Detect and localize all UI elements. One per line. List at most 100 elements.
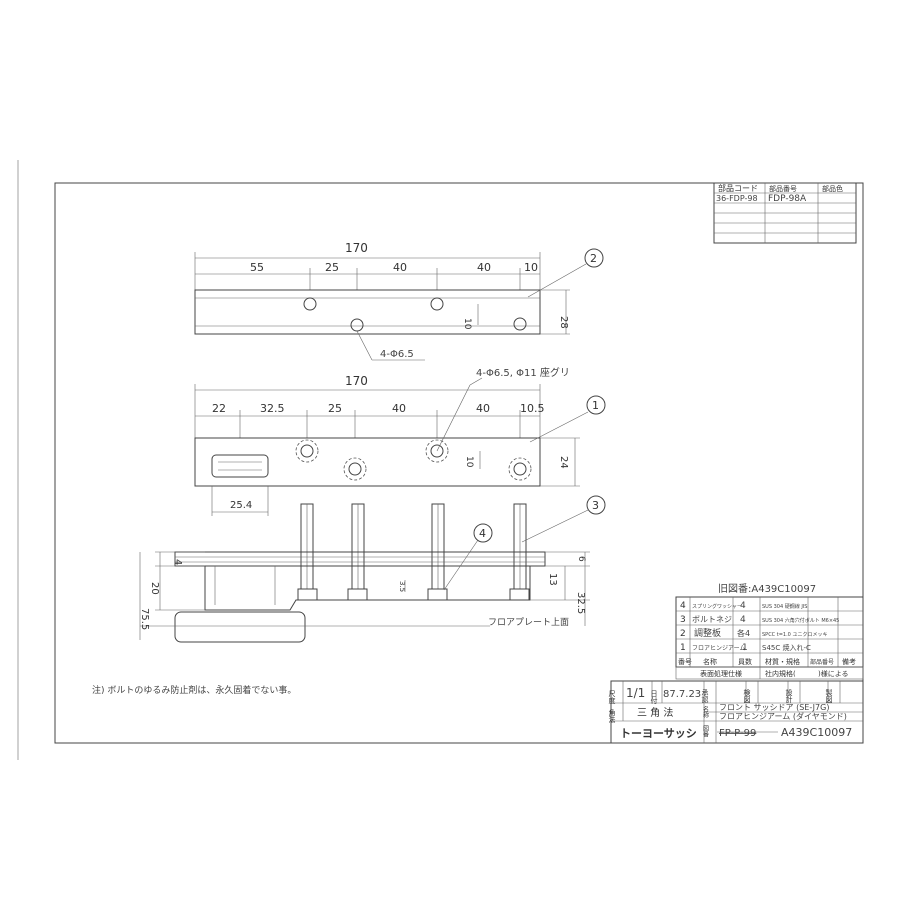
bom-header-remarks: 備考 [842,657,856,666]
top-overall-dim: 170 [345,241,368,255]
bom-row-1-spec: S45C 焼入れ-C [762,643,811,652]
top-dim-40a: 40 [393,261,407,274]
arm-cbore-1 [295,439,319,463]
plate-hole-3 [430,297,444,311]
arm-slot [211,454,269,478]
side-dim-6: 6 [576,556,586,562]
part-number-header: 部品番号 [769,184,797,193]
bom-row-1-name: フロアヒンジアーム [692,645,745,652]
bolt-group [297,503,530,601]
side-view: フロアプレート上面 4 20 75.5 6 13 32.5 3.5 3 4 [139,495,606,643]
bolt-head-1 [297,588,318,601]
arm-hole-3 [430,444,444,458]
check-label: 検図 [743,688,751,704]
top-dim-55: 55 [250,261,264,274]
front-dim-10-5: 10.5 [520,402,545,415]
front-dim-22: 22 [212,402,226,415]
projection-value: 三 角 法 [637,706,673,719]
front-dim-40b: 40 [476,402,490,415]
balloon-1 [586,395,606,415]
bom-row-3-name: ボルトネジ [692,615,732,624]
bom-row-4-name: スプリングワッシャー [692,603,742,610]
balloon-4-label: 4 [479,527,486,540]
side-dim-20: 20 [149,582,160,595]
bom-row-1-qty: 1 [742,643,748,653]
front-dim-32-5: 32.5 [260,402,285,415]
plate-hole-2 [350,318,364,332]
top-height-dim: 28 [558,316,569,329]
bom-row-2-spec: SPCC t=1.0 ユニクロメッキ [762,632,827,638]
front-dim-40a: 40 [392,402,406,415]
bom-row-3-qty: 4 [740,615,746,625]
bom-row-1-no: 1 [680,643,686,653]
product-name-1: フロント サッシドア (SE-J7G) [719,703,829,712]
name-label: 名称 [702,705,709,719]
approve-label: 承認 [701,688,709,703]
date-value: 87.7.23 [663,689,701,700]
arm-cbore-4 [508,457,532,481]
parts-code-header: 部品コード [718,183,758,193]
drawing-note: 注) ボルトのゆるみ防止剤は、永久固着でない事。 [92,684,296,696]
side-dim-13: 13 [547,573,558,586]
plate-hole-4 [513,317,527,331]
bom-by: )様による [818,669,849,678]
drawing-number-old: FP-P-99 [719,728,756,739]
scale-value: 1/1 [626,686,645,700]
slot-width-dim: 25.4 [230,500,252,511]
floor-label: フロアプレート上面 [488,617,569,628]
product-name-2: フロアヒンジアーム (ダイヤモンド) [719,711,847,721]
bom-row-2-name: 調整板 [694,627,721,639]
bom-header-partno: 部品番号 [810,658,834,666]
arm-cbore-2 [343,457,367,481]
top-view: 170 55 25 40 40 10 28 10 4-Φ6.5 2 [194,241,604,361]
front-overall-dim: 170 [345,374,368,388]
bolt-head-2 [347,588,368,601]
arm-hole-4 [513,462,527,476]
adjustment-plate-top [194,289,541,335]
top-dim-10: 10 [524,261,538,274]
front-dim-25: 25 [328,402,342,415]
balloon-2-label: 2 [590,252,597,265]
top-inner-dim: 10 [462,318,472,330]
bom-surface-treatment: 表面処理仕様 [700,669,742,678]
side-dim-4: 4 [172,559,183,565]
part-color-header: 部品色 [822,184,843,193]
bom-header-name: 名称 [703,657,717,666]
draft-label: 製図 [825,688,833,704]
bom-internal-std: 社内規格( [765,669,796,678]
floor-hinge-arm-front [194,437,541,487]
bom-row-3-spec: SUS 304 六角穴付ボルト M6×45 [762,617,839,624]
design-label: 設計 [785,688,793,704]
side-dim-75-5: 75.5 [139,608,150,630]
title-block: 尺度 1/1 日付 87.7.23 承認 検図 設計 製図 角法 三 角 法 名… [608,680,864,744]
bom-header-no: 番号 [678,658,692,666]
front-inner-dim: 10 [464,456,474,468]
arm-side-body [204,566,531,611]
drawing-number: A439C10097 [781,726,852,739]
bom-row-4-qty: 4 [740,601,746,611]
bom-row-4-spec: SUS 304 硬鋼線 JIS [762,603,807,610]
top-dim-25: 25 [325,261,339,274]
projection-label: 角法 [608,708,616,724]
bom-header-qty: 員数 [738,657,752,666]
part-number-value: FDP-98A [768,194,807,204]
arm-cbore-3 [425,439,449,463]
bolt-head-3 [427,588,448,601]
front-view: 170 22 32.5 25 40 40 10.5 24 10 [194,366,606,516]
arm-hole-1 [300,444,314,458]
side-dim-small: 3.5 [398,581,406,592]
balloon-3 [586,495,606,515]
bom-row-4-no: 4 [680,601,686,611]
bom-row-2-qty: 各4 [737,628,750,638]
balloon-4 [473,523,493,543]
number-label: 図番 [702,725,709,738]
side-dim-32-5: 32.5 [575,592,586,614]
balloon-2 [584,248,604,268]
bom-row-3-no: 3 [680,615,686,625]
scale-label: 尺度 [608,690,616,705]
company-name: トーヨーサッシ [620,727,697,740]
balloon-3-label: 3 [592,499,599,512]
bom-header-spec: 材質・規格 [765,657,800,666]
date-label: 日付 [650,690,658,705]
